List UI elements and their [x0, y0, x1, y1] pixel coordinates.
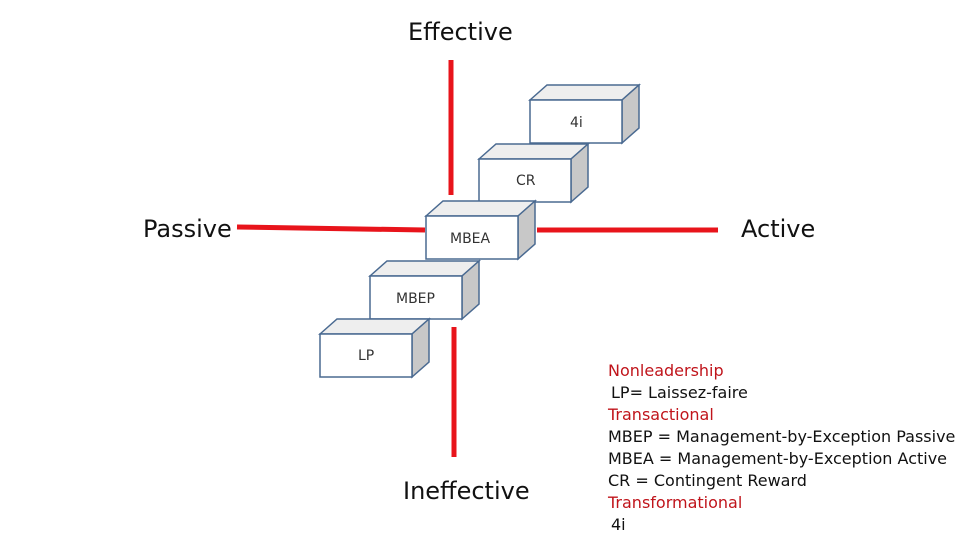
axis-label-effective: Effective [408, 18, 513, 46]
legend-item-cr: CR = Contingent Reward [608, 471, 807, 490]
box-label-cr: CR [516, 173, 536, 189]
legend-item-mbep: MBEP = Management-by-Exception Passive [608, 427, 956, 446]
legend-item-lp: LP= Laissez-faire [611, 383, 748, 402]
axis-label-ineffective: Ineffective [403, 477, 530, 505]
legend-item-mbea: MBEA = Management-by-Exception Active [608, 449, 948, 468]
box-cr: CR [477, 142, 590, 204]
legend-category-transformational: Transformational [608, 493, 743, 512]
legend-item-4i: 4i [611, 515, 626, 534]
axis-label-passive: Passive [143, 215, 232, 243]
box-label-mbea: MBEA [450, 231, 491, 247]
box-4i: 4i [528, 83, 641, 145]
box-lp: LP [318, 317, 431, 379]
legend: Nonleadership LP= Laissez-faire Transact… [608, 360, 955, 536]
axis-label-active: Active [741, 215, 816, 243]
legend-category-nonleadership: Nonleadership [608, 361, 724, 380]
legend-category-transactional: Transactional [608, 405, 714, 424]
box-label-4i: 4i [570, 115, 583, 131]
box-mbea: MBEA [424, 199, 537, 261]
box-label-lp: LP [358, 348, 374, 364]
box-label-mbep: MBEP [396, 291, 435, 307]
axis-line-left [236, 224, 426, 233]
box-mbep: MBEP [368, 259, 481, 321]
